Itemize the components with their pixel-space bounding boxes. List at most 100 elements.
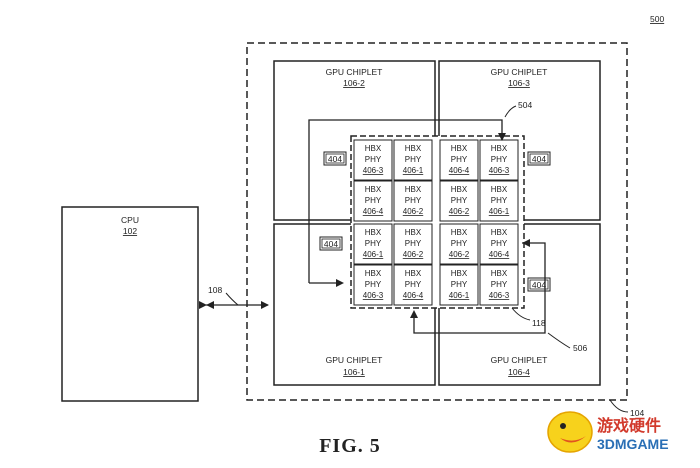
hbx-phy-cell: HBX PHY 406-3 <box>479 139 519 181</box>
memory-inner <box>529 153 549 164</box>
memory-ref: 404 <box>532 280 546 290</box>
phy-cell-ref: 406-1 <box>489 207 510 216</box>
hbx-phy-cell: HBX PHY 406-4 <box>393 264 433 306</box>
phy-cell-box <box>393 139 433 181</box>
cpu-ref: 102 <box>123 226 137 236</box>
duck-mascot-icon <box>547 411 593 453</box>
cpu-box <box>61 206 199 402</box>
phy-cell-line1: HBX <box>405 269 422 278</box>
phy-cell-line1: HBX <box>491 185 508 194</box>
package-leader <box>609 399 629 413</box>
hbx-phy-cell: HBX PHY 406-4 <box>353 180 393 222</box>
phy-cell-box <box>479 223 519 265</box>
phy-cell-ref: 406-4 <box>489 250 510 259</box>
phy-cell-box <box>353 264 393 306</box>
chiplet-label: GPU CHIPLET <box>491 355 548 365</box>
memory-outer <box>527 151 551 166</box>
phy-cell-line1: HBX <box>451 269 468 278</box>
memory-ref: 404 <box>328 154 342 164</box>
phy-cell-line2: PHY <box>451 155 468 164</box>
chiplet-ref: 106-4 <box>508 367 530 377</box>
route-504-leader <box>504 105 517 118</box>
phy-cell-line1: HBX <box>365 269 382 278</box>
route-506-leader <box>547 332 571 349</box>
phy-cell-box <box>393 264 433 306</box>
phy-cell-box <box>393 223 433 265</box>
phy-cell-ref: 406-4 <box>403 291 424 300</box>
route-504-ref: 504 <box>518 100 532 110</box>
watermark-text-cn: 游戏硬件 <box>597 416 661 435</box>
phy-cell-line1: HBX <box>365 185 382 194</box>
phy-cell-ref: 406-3 <box>363 166 384 175</box>
cpu-block: CPU 102 <box>61 206 199 402</box>
phy-cell-ref: 406-3 <box>489 166 510 175</box>
phy-cell-ref: 406-2 <box>403 207 424 216</box>
phy-cell-line2: PHY <box>365 280 382 289</box>
cpu-label: CPU <box>121 215 139 225</box>
chiplet-ref: 106-1 <box>343 367 365 377</box>
phy-cell-ref: 406-2 <box>403 250 424 259</box>
hbx-phy-cell: HBX PHY 406-3 <box>479 264 519 306</box>
phy-cell-line2: PHY <box>365 239 382 248</box>
figure-caption: FIG. 5 <box>319 435 381 457</box>
route-506 <box>413 242 546 334</box>
phy-cell-box <box>439 180 479 222</box>
phy-cell-box <box>439 264 479 306</box>
phy-cell-line1: HBX <box>491 144 508 153</box>
link-ref: 108 <box>208 285 222 295</box>
phy-cell-line2: PHY <box>405 239 422 248</box>
route-506-ref: 506 <box>573 343 587 353</box>
memory-box-106-4: 404 <box>527 277 551 292</box>
package-outline <box>246 42 628 401</box>
phy-cell-line1: HBX <box>405 144 422 153</box>
phy-cell-ref: 406-4 <box>449 166 470 175</box>
phy-cell-line2: PHY <box>491 280 508 289</box>
phy-cell-box <box>479 180 519 222</box>
cpu-link-arrowhead-left <box>206 301 214 309</box>
phy-cell-ref: 406-1 <box>403 166 424 175</box>
phy-cell-line2: PHY <box>405 280 422 289</box>
phy-cell-ref: 406-4 <box>363 207 384 216</box>
memory-inner <box>325 153 345 164</box>
phy-cell-ref: 406-1 <box>449 291 470 300</box>
memory-box-106-1: 404 <box>319 236 343 251</box>
phy-cell-line1: HBX <box>491 269 508 278</box>
chiplet-label: GPU CHIPLET <box>491 67 548 77</box>
phy-cell-line2: PHY <box>365 196 382 205</box>
route-504 <box>308 119 503 283</box>
phy-cell-line2: PHY <box>451 239 468 248</box>
link-leader <box>225 292 239 306</box>
phy-cell-ref: 406-2 <box>449 250 470 259</box>
phy-cell-ref: 406-3 <box>363 291 384 300</box>
phy-cell-box <box>479 264 519 306</box>
phy-cell-line1: HBX <box>451 144 468 153</box>
chiplet-ref: 106-2 <box>343 78 365 88</box>
phy-cell-box <box>439 139 479 181</box>
bridge-ref: 118 <box>532 318 546 328</box>
chiplet-label: GPU CHIPLET <box>326 355 383 365</box>
phy-cell-line2: PHY <box>405 155 422 164</box>
phy-cell-box <box>479 139 519 181</box>
memory-outer <box>323 151 347 166</box>
route-506-arrowhead-right <box>522 239 530 247</box>
hbx-phy-cell: HBX PHY 406-1 <box>393 139 433 181</box>
chiplet-label: GPU CHIPLET <box>326 67 383 77</box>
phy-cell-box <box>439 223 479 265</box>
hbx-phy-cell: HBX PHY 406-4 <box>439 139 479 181</box>
route-504-arrowhead <box>498 133 506 141</box>
phy-cell-line1: HBX <box>405 185 422 194</box>
phy-cell-ref: 406-2 <box>449 207 470 216</box>
figure-number: 500 <box>650 14 664 24</box>
phy-cell-ref: 406-3 <box>489 291 510 300</box>
phy-cell-line2: PHY <box>451 196 468 205</box>
phy-cell-box <box>353 223 393 265</box>
watermark-logo: 游戏硬件 3DMGAME <box>547 411 669 453</box>
phy-cell-line2: PHY <box>491 155 508 164</box>
